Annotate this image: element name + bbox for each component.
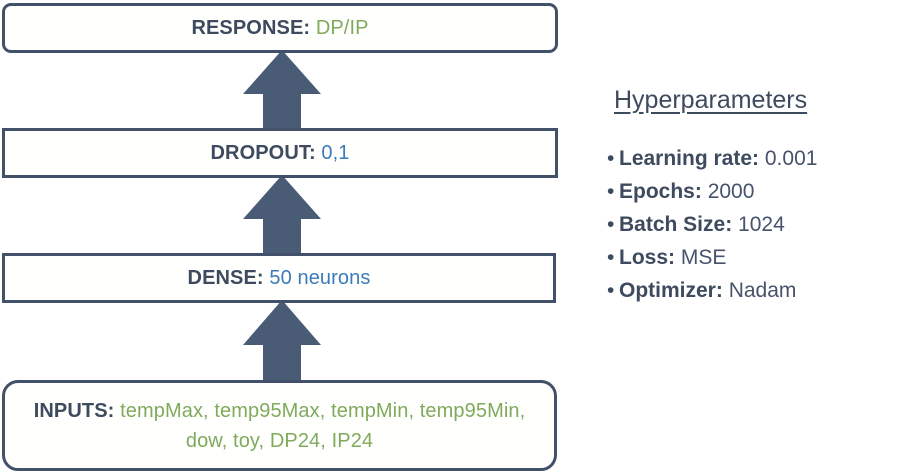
layer-value-dropout: 0,1: [321, 141, 350, 164]
layer-key-dropout: DROPOUT:: [210, 141, 316, 164]
layer-key-inputs: INPUTS:: [33, 399, 115, 422]
layer-box-dense: DENSE: 50 neurons: [2, 253, 556, 303]
list-item: •Loss: MSE: [605, 241, 905, 274]
hyperparameters-title: Hyperparameters: [614, 86, 808, 114]
bullet-icon: •: [607, 279, 615, 302]
arrow-dropout-to-response: [243, 50, 321, 132]
list-item: •Epochs: 2000: [605, 175, 905, 208]
hyperparameter-value-epochs: 2000: [707, 180, 755, 203]
layer-key-dense: DENSE:: [187, 266, 264, 289]
hyperparameter-value-loss: MSE: [680, 246, 727, 269]
layer-key-response: RESPONSE:: [191, 16, 311, 39]
layer-box-inputs: INPUTS: tempMax, temp95Max, tempMin, tem…: [2, 380, 557, 471]
network-architecture-diagram: RESPONSE: DP/IP DROPOUT: 0,1 DENSE: 50 n…: [2, 3, 558, 471]
layer-box-dropout: DROPOUT: 0,1: [2, 128, 558, 178]
hyperparameter-value-optimizer: Nadam: [728, 279, 797, 302]
hyperparameter-key-loss: Loss:: [619, 246, 676, 269]
layer-label-dropout: DROPOUT: 0,1: [210, 141, 349, 166]
layer-value-response: DP/IP: [315, 16, 369, 39]
hyperparameter-key-epochs: Epochs:: [619, 180, 702, 203]
list-item: •Learning rate: 0.001: [605, 142, 905, 175]
bullet-icon: •: [607, 147, 615, 170]
layer-label-inputs: INPUTS: tempMax, temp95Max, tempMin, tem…: [5, 396, 554, 456]
layer-label-response: RESPONSE: DP/IP: [191, 16, 368, 41]
hyperparameter-key-batch-size: Batch Size:: [619, 213, 733, 236]
bullet-icon: •: [607, 180, 615, 203]
hyperparameter-value-learning-rate: 0.001: [764, 147, 818, 170]
arrow-inputs-to-dense: [243, 300, 321, 384]
arrow-dense-to-dropout: [243, 175, 321, 257]
list-item: •Optimizer: Nadam: [605, 274, 905, 307]
layer-value-dense: 50 neurons: [269, 266, 371, 289]
hyperparameters-panel: Hyperparameters •Learning rate: 0.001 •E…: [605, 84, 905, 307]
hyperparameter-key-optimizer: Optimizer:: [619, 279, 723, 302]
hyperparameter-key-learning-rate: Learning rate:: [619, 147, 760, 170]
layer-box-response: RESPONSE: DP/IP: [2, 3, 558, 53]
bullet-icon: •: [607, 246, 615, 269]
hyperparameter-value-batch-size: 1024: [738, 213, 785, 236]
layer-value-inputs: tempMax, temp95Max, tempMin, temp95Min, …: [120, 399, 526, 452]
bullet-icon: •: [607, 213, 615, 236]
list-item: •Batch Size: 1024: [605, 208, 905, 241]
layer-label-dense: DENSE: 50 neurons: [188, 266, 371, 291]
hyperparameters-list: •Learning rate: 0.001 •Epochs: 2000 •Bat…: [605, 142, 905, 307]
